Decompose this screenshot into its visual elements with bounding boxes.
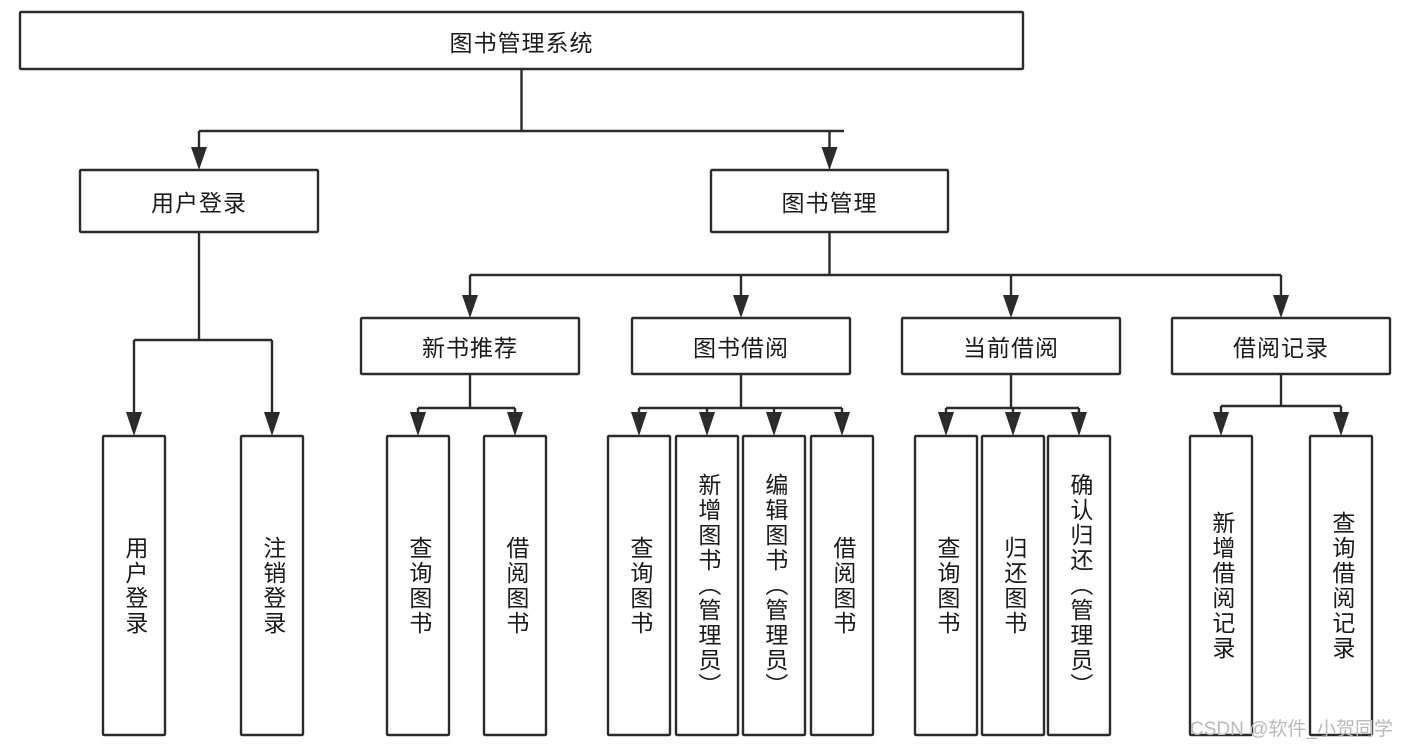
node-leaf-borrow-book-2-label-wrap: 借阅图书 bbox=[829, 535, 856, 636]
node-leaf-add-book[interactable] bbox=[674, 434, 740, 737]
arrowhead-leaf-query-book-3 bbox=[938, 412, 954, 436]
node-leaf-edit-book-label: 编辑图书（管理员） bbox=[761, 473, 788, 698]
node-leaf-return-book-label-wrap: 归还图书 bbox=[1000, 535, 1027, 636]
node-leaf-query-record-label: 查询借阅记录 bbox=[1328, 510, 1355, 661]
arrowhead-leaf-query-book-1 bbox=[410, 412, 426, 436]
node-book-borrow-label: 图书借阅 bbox=[693, 335, 789, 361]
node-leaf-return-book[interactable] bbox=[980, 434, 1046, 737]
arrowhead-current-borrow bbox=[1003, 295, 1019, 318]
node-leaf-add-record-label-wrap: 新增借阅记录 bbox=[1208, 510, 1235, 661]
node-leaf-return-book-label: 归还图书 bbox=[1000, 535, 1027, 636]
node-book-borrow[interactable] bbox=[630, 316, 852, 376]
node-current-borrow-label: 当前借阅 bbox=[963, 335, 1059, 361]
node-book-manage-label-wrap: 图书管理 bbox=[781, 190, 878, 216]
node-leaf-confirm-return[interactable] bbox=[1046, 434, 1112, 737]
node-leaf-query-record-label-wrap: 查询借阅记录 bbox=[1328, 510, 1355, 661]
arrowhead-leaf-confirm-return bbox=[1071, 412, 1087, 436]
node-leaf-add-record[interactable] bbox=[1188, 434, 1254, 737]
node-leaf-query-record[interactable] bbox=[1308, 434, 1374, 737]
node-user-login[interactable] bbox=[78, 168, 320, 234]
node-leaf-query-book-2-label-wrap: 查询图书 bbox=[626, 535, 653, 636]
node-leaf-confirm-return-label: 确认归还（管理员） bbox=[1066, 473, 1093, 698]
arrowhead-leaf-user-logout bbox=[264, 412, 280, 436]
arrowhead-leaf-query-book-2 bbox=[631, 412, 647, 436]
node-leaf-query-book-3-label: 查询图书 bbox=[933, 535, 960, 636]
node-borrow-record[interactable] bbox=[1170, 316, 1392, 376]
node-new-book-rec[interactable] bbox=[359, 316, 581, 376]
arrowhead-borrow-record bbox=[1273, 295, 1289, 318]
node-new-book-rec-label: 新书推荐 bbox=[422, 335, 518, 361]
node-current-borrow[interactable] bbox=[900, 316, 1122, 376]
node-leaf-borrow-book-1-label-wrap: 借阅图书 bbox=[502, 535, 529, 636]
arrowhead-leaf-add-book bbox=[699, 412, 715, 436]
arrowhead-book-manage bbox=[821, 147, 838, 170]
node-leaf-confirm-return-label-wrap: 确认归还（管理员） bbox=[1066, 473, 1093, 698]
node-leaf-add-record-label: 新增借阅记录 bbox=[1208, 510, 1235, 661]
arrowhead-new-book-rec bbox=[462, 295, 478, 318]
arrowhead-leaf-edit-book bbox=[766, 412, 782, 436]
node-leaf-user-login[interactable] bbox=[101, 434, 167, 737]
node-leaf-query-book-2-label: 查询图书 bbox=[626, 535, 653, 636]
arrowhead-leaf-borrow-book-2 bbox=[834, 412, 850, 436]
node-user-login-label: 用户登录 bbox=[151, 190, 247, 216]
node-leaf-user-logout[interactable] bbox=[239, 434, 305, 737]
nodes-layer: 图书管理系统 用户登录 图书管理 新书推荐 bbox=[18, 10, 1392, 737]
node-leaf-query-book-1[interactable] bbox=[385, 434, 451, 737]
arrowhead-leaf-return-book bbox=[1005, 412, 1021, 436]
node-leaf-edit-book-label-wrap: 编辑图书（管理员） bbox=[761, 473, 788, 698]
node-new-book-rec-label-wrap: 新书推荐 bbox=[422, 335, 518, 361]
node-leaf-user-login-label: 用户登录 bbox=[121, 535, 148, 636]
node-leaf-edit-book[interactable] bbox=[741, 434, 807, 737]
node-root-label: 图书管理系统 bbox=[449, 29, 594, 56]
node-leaf-add-book-label: 新增图书（管理员） bbox=[694, 473, 721, 698]
arrowhead-user-login bbox=[191, 147, 207, 170]
node-leaf-user-login-label-wrap: 用户登录 bbox=[121, 535, 148, 636]
node-leaf-borrow-book-2-label: 借阅图书 bbox=[829, 535, 856, 636]
node-book-manage[interactable] bbox=[709, 168, 950, 234]
arrowhead-book-borrow bbox=[733, 295, 749, 318]
arrowhead-leaf-add-record bbox=[1213, 412, 1229, 436]
node-leaf-borrow-book-1[interactable] bbox=[482, 434, 548, 737]
arrowhead-leaf-borrow-book-1 bbox=[507, 412, 523, 436]
node-leaf-add-book-label-wrap: 新增图书（管理员） bbox=[694, 473, 721, 698]
node-borrow-record-label: 借阅记录 bbox=[1233, 335, 1329, 361]
node-user-login-label-wrap: 用户登录 bbox=[151, 190, 247, 216]
node-leaf-user-logout-label-wrap: 注销登录 bbox=[259, 535, 286, 636]
node-leaf-query-book-1-label-wrap: 查询图书 bbox=[405, 535, 432, 636]
node-leaf-query-book-3-label-wrap: 查询图书 bbox=[933, 535, 960, 636]
node-leaf-query-book-2[interactable] bbox=[606, 434, 672, 737]
csdn-watermark: CSDN @软件_小贺同学 bbox=[1190, 719, 1393, 740]
node-leaf-query-book-3[interactable] bbox=[913, 434, 979, 737]
node-book-manage-label: 图书管理 bbox=[781, 190, 878, 216]
arrowhead-leaf-query-record bbox=[1333, 412, 1349, 436]
node-leaf-user-logout-label: 注销登录 bbox=[259, 535, 286, 636]
node-book-borrow-label-wrap: 图书借阅 bbox=[693, 335, 789, 361]
connectors-layer bbox=[126, 69, 1349, 436]
node-root[interactable] bbox=[18, 10, 1025, 71]
arrowhead-leaf-user-login bbox=[126, 412, 142, 436]
node-leaf-query-book-1-label: 查询图书 bbox=[405, 535, 432, 636]
node-root-label-wrap: 图书管理系统 bbox=[449, 29, 594, 56]
node-current-borrow-label-wrap: 当前借阅 bbox=[963, 335, 1059, 361]
node-borrow-record-label-wrap: 借阅记录 bbox=[1233, 335, 1329, 361]
node-leaf-borrow-book-1-label: 借阅图书 bbox=[502, 535, 529, 636]
node-leaf-borrow-book-2[interactable] bbox=[809, 434, 875, 737]
